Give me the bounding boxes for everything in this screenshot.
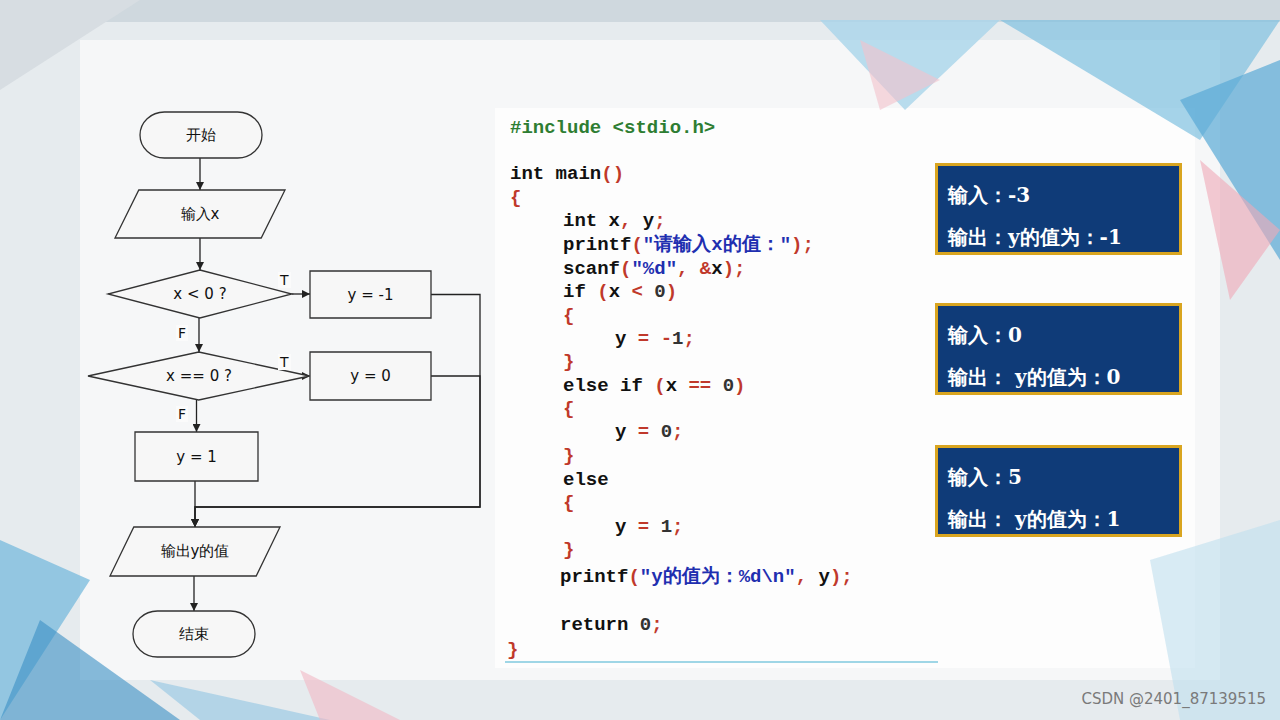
node-text: 输入x [181,205,220,224]
code-line: y = 1; [615,516,683,538]
flow-arrow [198,318,199,352]
node-text: 结束 [179,625,209,644]
flow-box: 输入x [115,190,285,238]
decision-diamond: x < 0 ? [108,270,292,318]
output-example-box: 输入：-3 输出：y的值为：-1 [935,163,1182,255]
flow-box: 结束 [133,611,255,657]
branch-label: T [278,272,291,288]
node-text: y = -1 [348,286,394,304]
node-text: 输出y的值 [161,542,230,561]
node-text: x < 0 ? [173,285,226,303]
code-line: { [563,305,574,327]
code-line: { [563,398,574,420]
code-line: } [507,639,518,661]
flow-box: y = -1 [310,271,431,318]
node-text: 输出： y的值为：1 [948,506,1121,533]
decision-diamond: x == 0 ? [88,352,309,400]
code-line: return 0; [560,614,663,636]
flow-box: y = 0 [310,352,431,400]
flow-box: 开始 [140,112,262,158]
code-line: else [563,469,609,491]
flow-arrow [193,576,194,611]
code-line: int x, y; [563,210,666,232]
node-text: 输入：0 [948,322,1022,349]
flow-arrow [194,481,195,527]
code-line: } [563,351,574,373]
node-text: x == 0 ? [166,367,232,385]
code-line: } [563,445,574,467]
code-line: y = 0; [615,421,683,443]
code-line: if (x < 0) [563,281,677,303]
node-text: y = 1 [176,448,217,466]
code-line: else if (x == 0) [563,375,745,397]
node-text: 输出： y的值为：0 [948,364,1121,391]
node-text: y = 0 [350,367,391,385]
node-text: 开始 [186,126,216,145]
branch-label: T [278,354,291,370]
code-line: } [563,539,574,561]
code-line: printf("y的值为：%d\n", y); [560,566,853,588]
code-line: { [563,492,574,514]
flow-arrow [195,295,480,528]
output-example-box: 输入：0 输出： y的值为：0 [935,303,1182,395]
code-line: { [510,187,521,209]
flow-arrow [199,238,200,270]
code-line: #include <stdio.h> [510,117,715,139]
code-line: int main() [510,163,624,185]
watermark: CSDN @2401_87139515 [1081,690,1266,708]
branch-label: F [176,406,188,422]
branch-label: F [176,325,188,341]
flow-box: 输出y的值 [110,527,280,576]
output-example-box: 输入：5 输出： y的值为：1 [935,445,1182,537]
code-line: printf("请输入x的值："); [563,234,814,256]
flow-arrow [292,293,310,294]
flow-arrow [199,158,200,190]
node-text: 输入：-3 [948,182,1030,209]
flow-arrow [196,400,197,432]
node-text: 输出：y的值为：-1 [948,224,1122,251]
node-text: 输入：5 [948,464,1022,491]
code-line: y = -1; [615,328,695,350]
flow-box: y = 1 [135,432,258,481]
code-line: scanf("%d", &x); [563,258,745,280]
